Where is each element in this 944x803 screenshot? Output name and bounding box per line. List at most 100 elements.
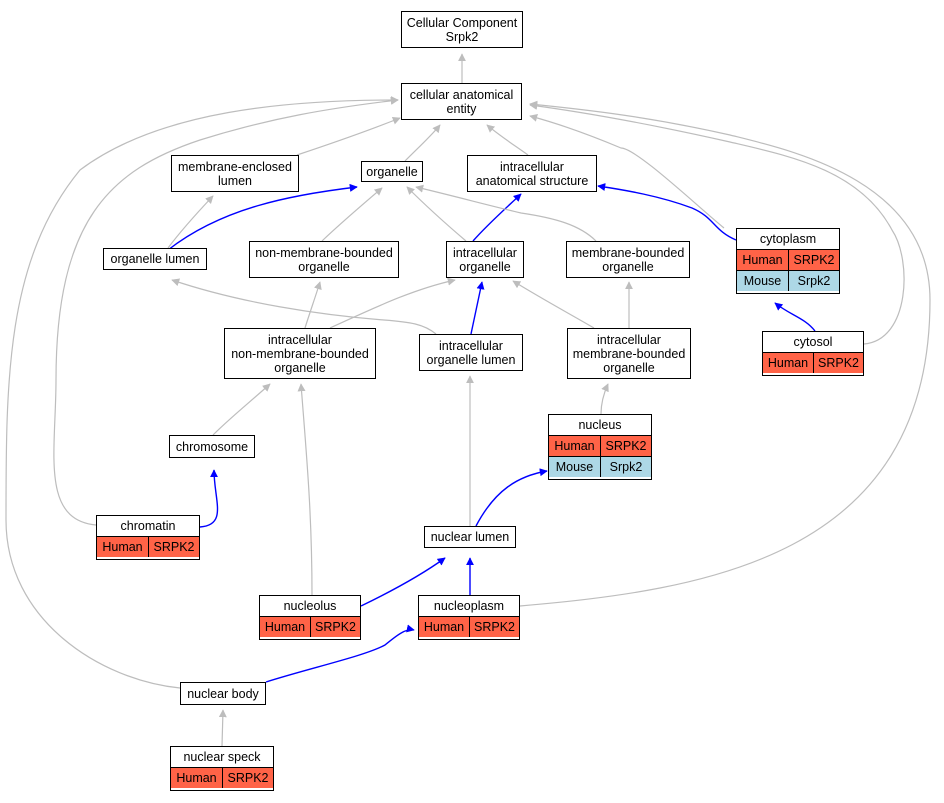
node-mel[interactable]: membrane-enclosed lumen (171, 155, 299, 192)
node-label: Cellular Component Srpk2 (406, 15, 518, 44)
edge-io-to-ias (472, 193, 522, 242)
node-chromosome[interactable]: chromosome (169, 435, 255, 458)
node-label: intracellular organelle (453, 245, 517, 274)
node-organelle[interactable]: organelle (361, 161, 423, 182)
node-nmbo[interactable]: non-membrane-bounded organelle (249, 241, 399, 278)
gene-cell: SRPK2 (148, 537, 199, 557)
annotation-row-mouse: Mouse Srpk2 (737, 270, 839, 291)
edge-inmbo-to-io (329, 277, 456, 329)
organism-cell: Human (423, 620, 465, 634)
node-label: cellular anatomical entity (409, 87, 514, 116)
edge-cytoplasm-to-ias (597, 183, 737, 241)
edge-nmbo-to-organelle (321, 187, 383, 242)
node-label: organelle lumen (110, 252, 200, 266)
node-olumen[interactable]: organelle lumen (103, 248, 207, 270)
annotation-row-mouse: Mouse Srpk2 (549, 456, 651, 477)
annotation-row-human: Human SRPK2 (419, 616, 519, 637)
node-label: non-membrane-bounded organelle (255, 245, 393, 274)
node-label: nucleoplasm (433, 599, 505, 613)
node-label: intracellular anatomical structure (475, 159, 589, 188)
edge-chromatin-to-cae (53, 96, 399, 526)
organism-cell: Human (264, 620, 306, 634)
edge-iol-to-io (470, 281, 485, 335)
node-imbo[interactable]: intracellular membrane-bounded organelle (567, 328, 691, 379)
gene-cell: SRPK2 (788, 250, 839, 270)
organism-cell: Human (742, 253, 783, 267)
node-label: intracellular organelle lumen (426, 338, 516, 367)
node-io[interactable]: intracellular organelle (446, 241, 524, 278)
organism-cell: Mouse (555, 460, 594, 474)
node-label: membrane-bounded organelle (571, 245, 685, 274)
gene-cell: SRPK2 (813, 353, 863, 373)
node-label: organelle (366, 164, 418, 179)
node-label: nucleus (578, 418, 622, 432)
organism-cell: Human (102, 540, 143, 554)
gene-cell: SRPK2 (469, 617, 519, 637)
edge-olumen-to-organelle (167, 183, 358, 251)
gene-cell: SRPK2 (222, 768, 273, 788)
node-iol[interactable]: intracellular organelle lumen (419, 334, 523, 371)
annotation-row-human: Human SRPK2 (97, 536, 199, 557)
annotation-row-human: Human SRPK2 (763, 352, 863, 373)
node-label: intracellular membrane-bounded organelle (572, 332, 686, 375)
edge-io-to-organelle (406, 186, 467, 242)
gene-cell: SRPK2 (600, 436, 651, 456)
edge-inmbo-to-nmbo (304, 281, 322, 329)
node-label: nuclear body (187, 686, 259, 701)
edge-nucleolus-to-nlumen (360, 557, 446, 607)
node-label: chromosome (175, 439, 249, 454)
node-nbody[interactable]: nuclear body (180, 682, 266, 705)
annotation-row-human: Human SRPK2 (260, 616, 360, 637)
node-label: cytosol (793, 335, 833, 349)
edge-mel-to-cae (296, 116, 401, 156)
edge-cytosol-to-cytoplasm (774, 302, 816, 332)
edge-nucleolus-to-inmbo (297, 383, 313, 596)
edge-nspeck-to-nbody (218, 709, 227, 747)
edge-nucleoplasm-to-cae (519, 100, 931, 607)
node-ias[interactable]: intracellular anatomical structure (467, 155, 597, 192)
organism-cell: Mouse (743, 274, 782, 288)
node-cc_root[interactable]: Cellular Component Srpk2 (401, 11, 523, 48)
edge-iol-to-olumen (171, 278, 437, 335)
edge-imbo-to-io (512, 280, 595, 329)
edge-mbo-to-organelle (415, 184, 597, 242)
organism-cell: Human (554, 439, 595, 453)
edge-chromatin-to-chromosome (199, 469, 219, 528)
edge-chromosome-to-inmbo (212, 383, 271, 436)
gene-cell: SRPK2 (310, 617, 360, 637)
node-label: intracellular non-membrane-bounded organ… (231, 332, 369, 375)
edge-cytoplasm-to-cae (529, 113, 725, 229)
node-label: cytoplasm (759, 232, 817, 246)
edge-nbody-to-cae (5, 96, 399, 689)
edge-nbody-to-nucleoplasm (265, 624, 415, 683)
node-label: nucleolus (283, 599, 337, 613)
node-label: nuclear speck (183, 750, 261, 764)
edge-nlumen-to-nucleus (475, 468, 548, 527)
annotation-row-human: Human SRPK2 (549, 435, 651, 456)
organism-cell: Human (767, 356, 809, 370)
annotation-row-human: Human SRPK2 (171, 767, 273, 788)
node-mbo[interactable]: membrane-bounded organelle (566, 241, 690, 278)
edge-ias-to-cae (486, 124, 529, 156)
edge-cytosol-to-cae (529, 101, 905, 345)
edge-nucleus-to-imbo (600, 383, 609, 415)
edge-organelle-to-cae (404, 124, 441, 162)
annotation-row-human: Human SRPK2 (737, 249, 839, 270)
node-inmbo[interactable]: intracellular non-membrane-bounded organ… (224, 328, 376, 379)
gene-cell: Srpk2 (600, 457, 651, 477)
node-label: membrane-enclosed lumen (178, 159, 292, 188)
node-label: chromatin (120, 519, 176, 533)
node-nlumen[interactable]: nuclear lumen (424, 526, 516, 548)
organism-cell: Human (176, 771, 217, 785)
node-cae[interactable]: cellular anatomical entity (401, 83, 522, 120)
gene-cell: Srpk2 (788, 271, 839, 291)
